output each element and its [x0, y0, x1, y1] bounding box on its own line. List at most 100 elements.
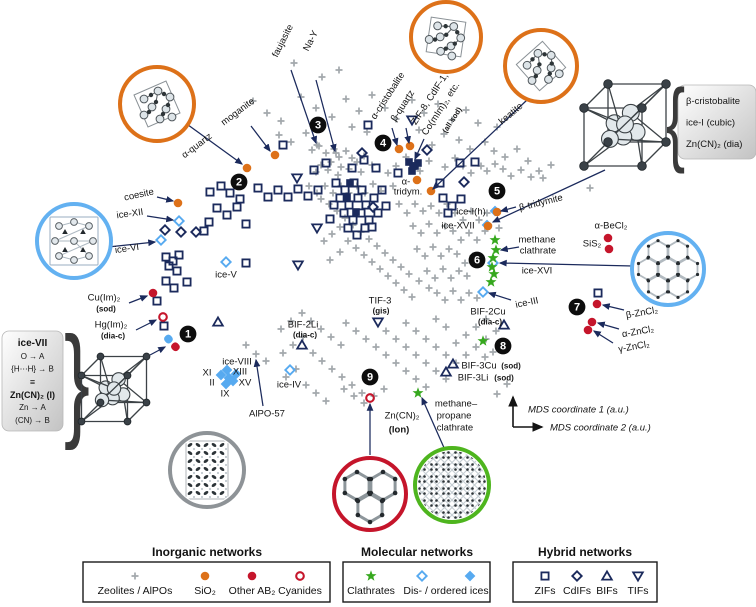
point — [307, 317, 315, 325]
point — [539, 174, 547, 182]
series-ordered-ices-filled- — [215, 205, 501, 390]
point — [392, 162, 400, 170]
point — [222, 210, 232, 220]
point — [408, 293, 416, 301]
point — [411, 200, 419, 208]
point-tif-3-gis- — [371, 317, 385, 329]
point — [305, 182, 313, 190]
point — [337, 163, 345, 171]
point — [462, 106, 470, 114]
point — [287, 317, 295, 325]
annotation-label: (sod) — [96, 305, 116, 314]
point — [492, 327, 500, 335]
point — [467, 169, 475, 177]
point — [376, 265, 384, 273]
point — [493, 123, 501, 131]
svg-text:BIF-2Cu: BIF-2Cu — [470, 307, 505, 318]
annotation-label: (lon) — [389, 425, 410, 436]
point — [225, 188, 235, 198]
point — [368, 258, 376, 266]
point — [338, 373, 346, 381]
point — [164, 261, 174, 271]
ice-vii-cube — [77, 352, 151, 426]
series-bifs — [211, 315, 511, 377]
point — [343, 223, 353, 233]
point — [352, 327, 360, 335]
point — [402, 319, 410, 327]
point — [389, 256, 397, 264]
point — [440, 130, 448, 138]
point — [381, 104, 389, 112]
point — [586, 184, 594, 192]
annotation-label: methane — [519, 235, 556, 246]
point — [211, 315, 225, 327]
svg-text:7: 7 — [574, 302, 580, 314]
legend-item-tifs: TIFs — [628, 571, 649, 597]
svg-text:(dia-c): (dia-c) — [293, 331, 317, 340]
svg-text:ice-XII: ice-XII — [116, 207, 144, 222]
annotation-label: α- — [402, 177, 411, 188]
annotation-label: Na-Y — [301, 28, 321, 53]
point — [422, 383, 430, 391]
series-dis-ordered-ices-open- — [154, 214, 500, 377]
point-ice-iv — [283, 363, 297, 377]
point — [393, 168, 403, 178]
point — [449, 227, 457, 235]
point — [355, 146, 369, 160]
annotation-arrow — [592, 330, 614, 344]
point — [456, 194, 466, 204]
point — [360, 399, 368, 407]
point — [277, 325, 285, 333]
point — [369, 180, 377, 188]
point — [472, 343, 480, 351]
point — [275, 131, 283, 139]
point — [405, 270, 413, 278]
point — [402, 343, 410, 351]
legend-item-other-ab-: Other AB₂ — [229, 571, 276, 597]
point — [408, 167, 416, 175]
svg-text:Cyanides: Cyanides — [278, 585, 322, 597]
annotation-arrow — [391, 127, 399, 147]
point — [309, 349, 317, 357]
point — [466, 145, 474, 153]
annotation-label: α-ZnCl₂ — [621, 324, 655, 341]
point — [412, 351, 420, 359]
point — [360, 251, 368, 259]
point — [336, 223, 344, 231]
point-ice-iii — [476, 285, 490, 299]
svg-text:Other AB₂: Other AB₂ — [229, 585, 276, 597]
point — [437, 252, 445, 260]
point — [419, 207, 427, 215]
svg-text:ice-XVII: ice-XVII — [441, 221, 474, 232]
point — [263, 192, 273, 202]
point — [392, 115, 400, 123]
point-bif-2li-dia-c- — [295, 338, 309, 350]
annotation-label: β-ZnCl₂ — [625, 305, 659, 322]
annotation-arrow — [149, 346, 167, 356]
svg-text:AlPO-57: AlPO-57 — [249, 409, 285, 420]
svg-text:methane: methane — [519, 235, 556, 246]
point — [290, 173, 304, 185]
svg-text:BIF-3Li: BIF-3Li — [458, 373, 489, 384]
point — [475, 216, 483, 224]
point — [367, 222, 377, 232]
point — [490, 147, 498, 155]
point — [347, 163, 357, 173]
point — [369, 193, 379, 203]
point — [417, 229, 425, 237]
point — [204, 217, 214, 227]
svg-text:ice-VI: ice-VI — [114, 242, 140, 256]
point — [262, 357, 270, 365]
point — [340, 385, 348, 393]
point — [368, 91, 376, 99]
annotation-arrow — [596, 321, 620, 330]
point — [377, 185, 387, 195]
point — [403, 209, 411, 217]
point — [413, 245, 421, 253]
point — [420, 109, 428, 117]
point — [232, 202, 242, 212]
point — [485, 276, 497, 287]
point — [182, 277, 192, 287]
point — [389, 182, 397, 190]
